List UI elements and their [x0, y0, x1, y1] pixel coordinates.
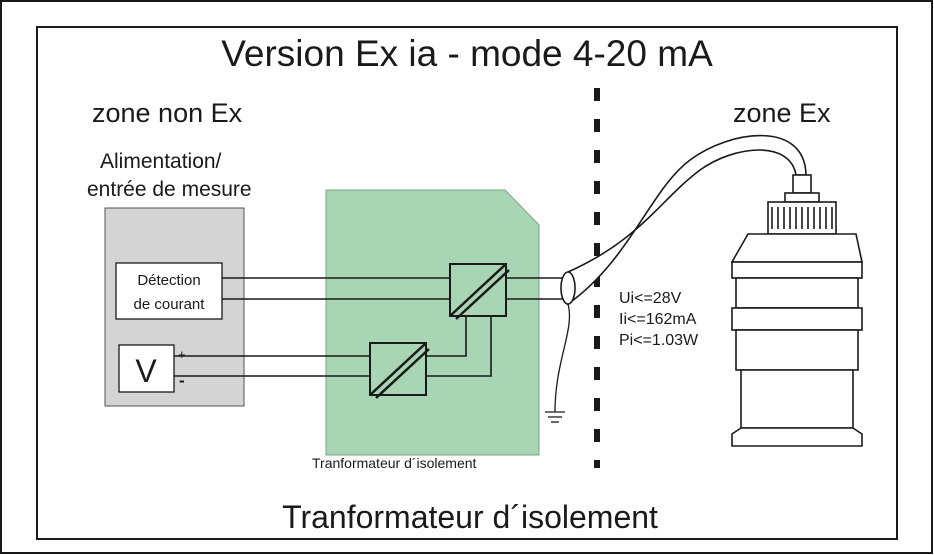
voltmeter-icon: V — [118, 344, 175, 393]
supply-label-line2: entrée de mesure — [87, 178, 252, 201]
zone-non-ex-label: zone non Ex — [92, 98, 243, 128]
ui-parameter: Ui<=28V — [619, 290, 682, 307]
minus-sign: - — [179, 371, 185, 390]
ground-icon — [545, 303, 571, 423]
ultrasonic-sensor-icon — [730, 174, 863, 447]
sensor-cable — [560, 134, 807, 306]
zone-ex-label: zone Ex — [733, 98, 831, 128]
ii-parameter: Ii<=162mA — [619, 311, 697, 328]
transformer-icon — [449, 263, 510, 320]
plus-sign: + — [178, 347, 186, 362]
transformer-icon — [369, 342, 430, 399]
pi-parameter: Pi<=1.03W — [619, 332, 699, 349]
supply-label-line1: Alimentation/ — [100, 150, 222, 173]
voltmeter-symbol: V — [135, 353, 157, 389]
inner-frame — [36, 26, 898, 540]
detection-label-line1: Détection — [137, 272, 200, 289]
isolator-housing — [325, 189, 540, 456]
footer-title: Tranformateur d´isolement — [282, 499, 658, 535]
current-detection-box — [115, 262, 223, 320]
diagram-title: Version Ex ia - mode 4-20 mA — [221, 33, 713, 74]
wiring — [174, 277, 563, 377]
detection-label-line2: de courant — [134, 296, 206, 313]
isolator-caption: Tranformateur d´isolement — [312, 455, 477, 471]
